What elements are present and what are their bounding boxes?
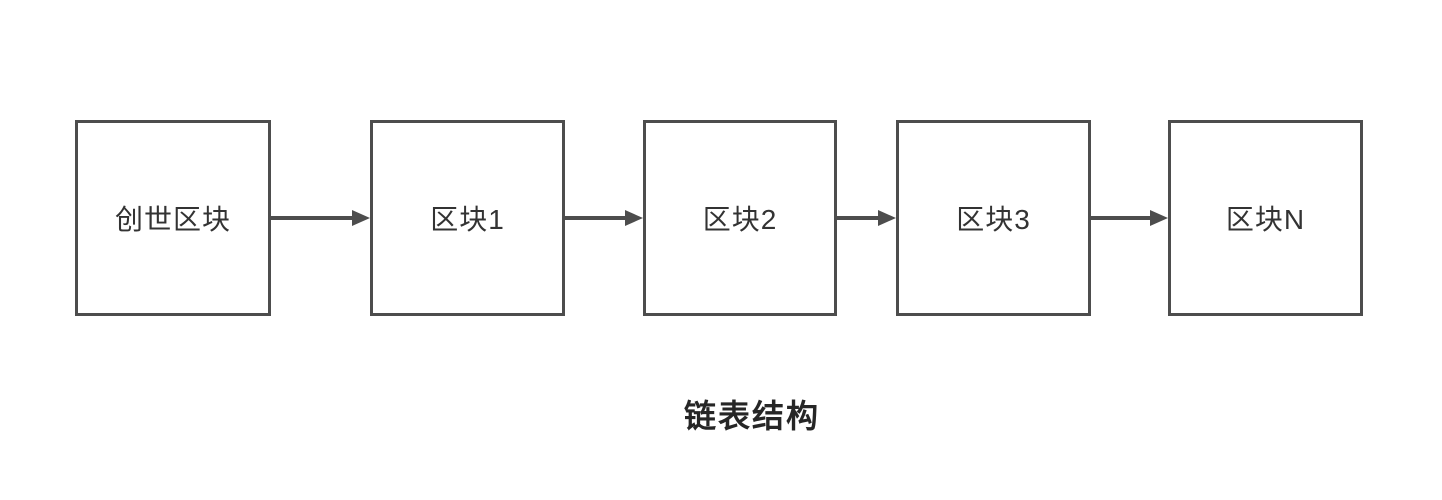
arrow-line [271,216,352,220]
arrow-head-icon [878,210,896,226]
arrow-head-icon [352,210,370,226]
node-label: 区块N [1225,204,1306,235]
node-label: 区块1 [430,204,505,235]
node-label: 区块3 [956,204,1031,235]
arrow-block2-to-block3 [837,210,896,226]
arrow-block1-to-block2 [565,210,643,226]
arrow-line [565,216,625,220]
node-block-2: 区块2 [643,120,837,316]
arrow-head-icon [625,210,643,226]
node-block-n: 区块N [1168,120,1363,316]
node-label: 区块2 [702,204,778,235]
arrow-block3-to-blockN [1091,210,1168,226]
arrow-line [837,216,878,220]
diagram-title: 链表结构 [683,398,821,434]
arrow-genesis-to-block1 [271,210,370,226]
node-block-3: 区块3 [896,120,1091,316]
node-genesis-block: 创世区块 [75,120,271,316]
node-block-1: 区块1 [370,120,565,316]
arrow-line [1091,216,1150,220]
node-label: 创世区块 [114,204,231,235]
arrow-head-icon [1150,210,1168,226]
